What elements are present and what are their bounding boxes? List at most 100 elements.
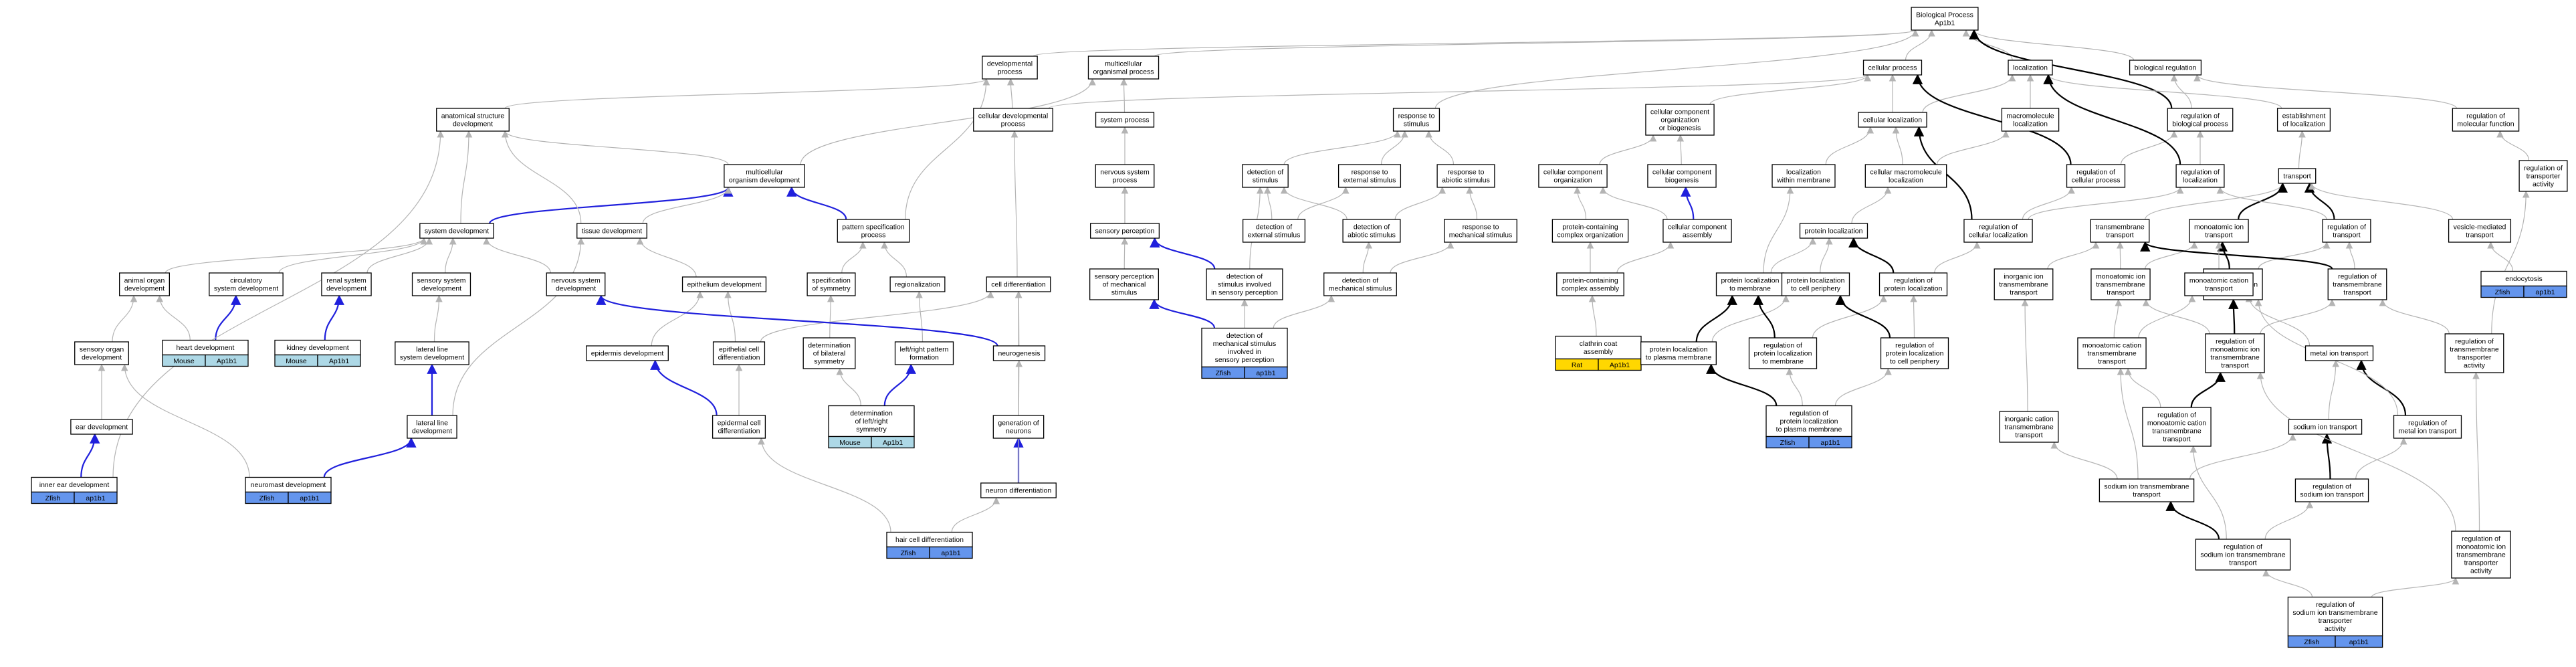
go-term-node-epidermisdev[interactable]: epidermis development — [586, 345, 669, 361]
go-term-node-regionalization[interactable]: regionalization — [889, 276, 946, 292]
go-term-node-sysproc[interactable]: system process — [1095, 112, 1155, 128]
go-term-node-sensperc[interactable]: sensory perception — [1089, 223, 1160, 239]
go-term-node-metaliontransport[interactable]: metal ion transport — [2304, 345, 2374, 361]
go-term-node-neurogenesis[interactable]: neurogenesis — [992, 345, 1046, 361]
go-term-node-sodiumiontransport[interactable]: sodium ion transport — [2288, 419, 2363, 435]
go-term-node-protloc[interactable]: protein localization — [1799, 223, 1868, 239]
go-term-node-sysdev[interactable]: system development — [419, 223, 494, 239]
go-term-node-tissuedev[interactable]: tissue development — [576, 223, 647, 239]
go-term-node-cellproc[interactable]: cellular process — [1862, 60, 1923, 76]
go-term-node-neurondiff[interactable]: neuron differentiation — [980, 482, 1057, 498]
go-term-node-epidev[interactable]: epithelium development — [681, 276, 767, 292]
go-term-node-bioreg[interactable]: biological regulation — [2129, 60, 2202, 76]
go-term-node-loc[interactable]: localization — [2008, 60, 2053, 76]
go-term-node-eardev[interactable]: ear development — [70, 419, 133, 435]
go-term-node-celldiff[interactable]: cell differentiation — [986, 276, 1051, 292]
go-term-node-cellloc[interactable]: cellular localization — [1858, 112, 1927, 128]
go-term-node-transport[interactable]: transport — [2278, 168, 2317, 184]
